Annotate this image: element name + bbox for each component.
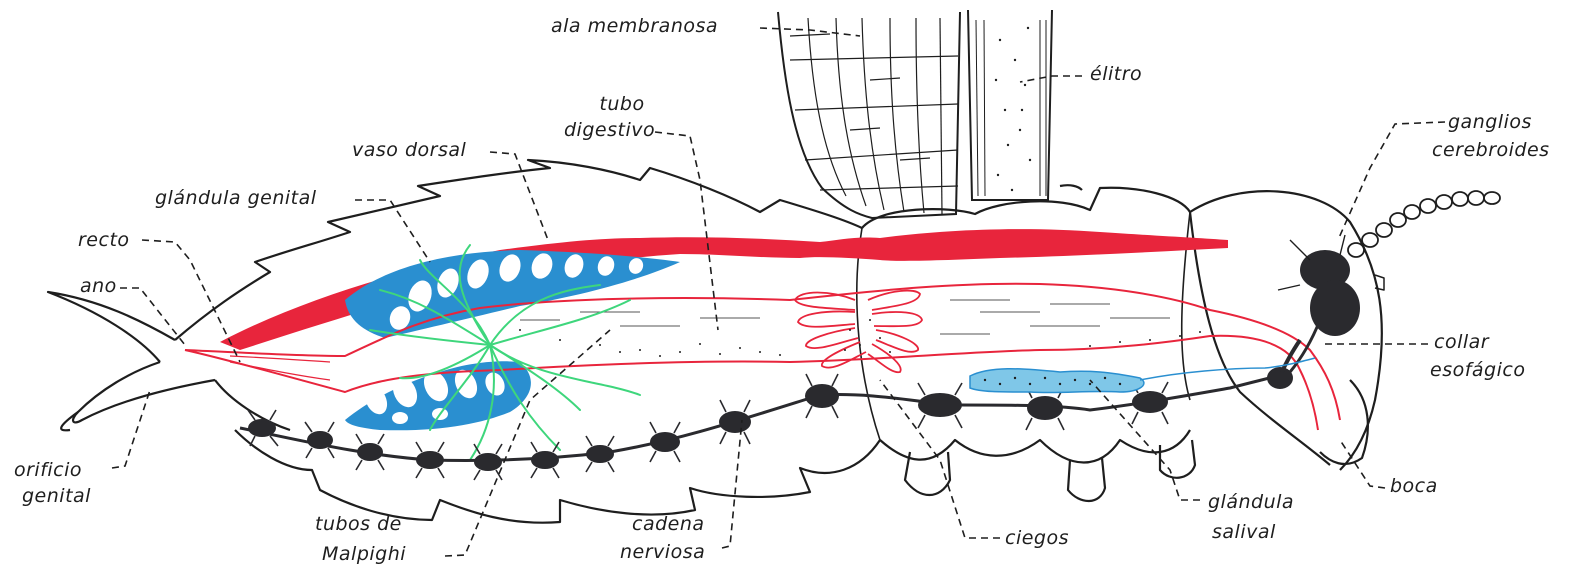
label-collar: collar: [1434, 330, 1489, 354]
label-digestivo: digestivo: [564, 118, 655, 142]
label-ala-membranosa: ala membranosa: [551, 14, 718, 38]
label-vaso-dorsal: vaso dorsal: [352, 138, 466, 162]
leader-lines: [112, 28, 1445, 556]
label-cerebroides: cerebroides: [1432, 138, 1550, 162]
label-nerviosa: nerviosa: [620, 540, 705, 564]
label-glandula: glándula: [1208, 490, 1294, 514]
label-genital: genital: [22, 484, 91, 508]
label-ganglios: ganglios: [1448, 110, 1532, 134]
elytron: [968, 10, 1052, 200]
label-glandula-genital: glándula genital: [155, 186, 317, 210]
label-malpighi: Malpighi: [322, 542, 406, 566]
label-boca: boca: [1390, 474, 1438, 498]
label-tubo: tubo: [582, 92, 662, 116]
label-esofagico: esofágico: [1430, 358, 1525, 382]
label-salival: salival: [1212, 520, 1276, 544]
membranous-wing: [778, 12, 960, 218]
label-elitro: élitro: [1090, 62, 1142, 86]
label-ano: ano: [80, 274, 117, 298]
label-recto: recto: [78, 228, 130, 252]
label-cadena: cadena: [632, 512, 705, 536]
label-orificio: orificio: [14, 458, 82, 482]
label-ciegos: ciegos: [1005, 526, 1069, 550]
salivary-gland: [970, 358, 1315, 393]
label-tubos-de: tubos de: [315, 512, 402, 536]
genital-gland: [345, 250, 680, 430]
